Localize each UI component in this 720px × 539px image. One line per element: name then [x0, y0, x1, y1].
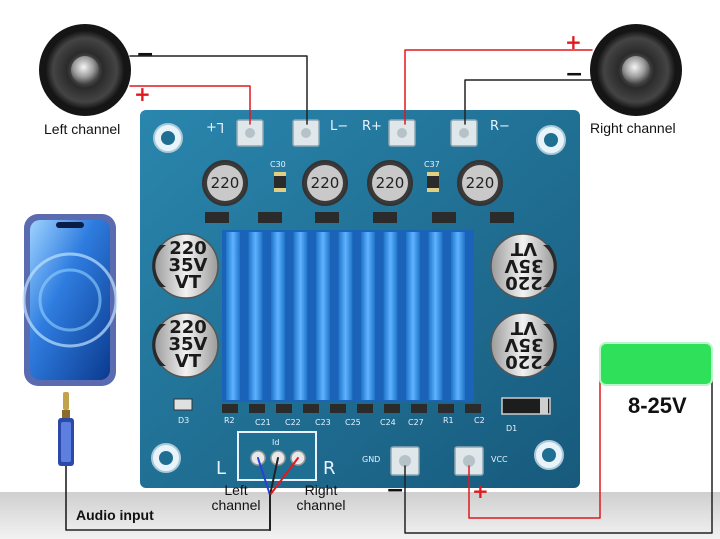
heatsink-fin [293, 232, 308, 400]
led-d3 [173, 398, 193, 411]
electrolytic-capacitor [153, 233, 556, 378]
heatsink-fin [428, 232, 443, 400]
right-minus-sign: − [565, 62, 584, 87]
wire-input-gnd [269, 457, 279, 496]
heatsink-fin [271, 232, 285, 400]
smd-component [465, 404, 481, 413]
heatsink-fins [226, 232, 465, 400]
silk-r-minus: R− [490, 119, 510, 134]
silk-c23: C23 [315, 418, 331, 427]
left-plus-sign: + [134, 82, 151, 106]
pcb-board [140, 110, 580, 488]
wire-input-left [257, 457, 271, 496]
silk-input-l: L [216, 458, 227, 479]
wire-right-plus [404, 49, 593, 125]
wire-right-minus [464, 79, 593, 125]
silk-r-plus: R+ [362, 119, 382, 134]
left-speaker-icon [39, 24, 131, 116]
wire-left-channel-label: Left channel [211, 482, 261, 513]
right-plus-sign: + [565, 30, 582, 54]
vcc-plus-sign: + [472, 479, 489, 503]
wire-input-right [269, 457, 299, 496]
silk-l-minus: L− [330, 119, 349, 134]
silk-r2: R2 [224, 416, 235, 425]
silk-input-r: R [323, 458, 336, 479]
inductor-value: 220 [210, 174, 240, 192]
silk-c27: C27 [408, 418, 424, 427]
wire-right-channel-label: Right channel [296, 482, 346, 513]
heatsink-fin [248, 232, 263, 400]
silk-l-plus: L+ [206, 119, 225, 134]
inductor-value: 220 [375, 174, 405, 192]
diode-d1 [501, 397, 551, 415]
smd-component [411, 404, 427, 413]
smd-component [384, 404, 400, 413]
battery-icon [599, 342, 713, 386]
wire-supply-minus [404, 364, 713, 534]
gnd-minus-sign: − [386, 478, 405, 503]
heatsink-fin [361, 232, 375, 400]
silk-c22: C22 [285, 418, 301, 427]
silk-c21: C21 [255, 418, 271, 427]
silk-c24: C24 [380, 418, 396, 427]
silk-d3: D3 [178, 416, 190, 425]
audio-input-label: Audio input [76, 507, 154, 523]
capacitor-label: 220 35V VT [168, 317, 208, 372]
capacitor-label: 220 35V VT [168, 238, 208, 293]
silk-d1: D1 [506, 424, 518, 433]
silk-vcc: VCC [491, 455, 508, 464]
capacitor-label: 220 35V VT [504, 317, 544, 372]
heatsink-fin [406, 232, 420, 400]
phone-icon [22, 214, 118, 386]
capacitor-label: 220 35V VT [504, 238, 544, 293]
silk-c30: C30 [270, 160, 286, 169]
silk-c37: C37 [424, 160, 440, 169]
smd-component [276, 404, 292, 413]
silk-gnd: GND [362, 455, 381, 464]
smd-component [438, 404, 454, 413]
audio-jack-icon [58, 392, 74, 466]
silk-input-id: Id [272, 438, 280, 447]
smd-component [222, 404, 238, 413]
left-channel-label: Left channel [44, 121, 121, 137]
smd-component [249, 404, 265, 413]
smd-component [303, 404, 319, 413]
inductor-value: 220 [310, 174, 340, 192]
wire-left-plus [129, 85, 251, 125]
heatsink-fin [451, 232, 465, 400]
heatsink-fin [316, 232, 330, 400]
supply-voltage-label: 8-25V [628, 393, 687, 418]
heatsink-fin [226, 232, 240, 400]
smd-component [357, 404, 373, 413]
wire-left-minus [129, 55, 308, 125]
silk-r1: R1 [443, 416, 454, 425]
smd-component [330, 404, 346, 413]
silk-c2: C2 [474, 416, 485, 425]
heatsink-fin [383, 232, 398, 400]
silk-c25: C25 [345, 418, 361, 427]
right-speaker-icon [590, 24, 682, 116]
right-channel-label: Right channel [590, 120, 676, 136]
left-minus-sign: − [136, 42, 155, 67]
inductor-value: 220 [465, 174, 495, 192]
heatsink-fin [338, 232, 353, 400]
